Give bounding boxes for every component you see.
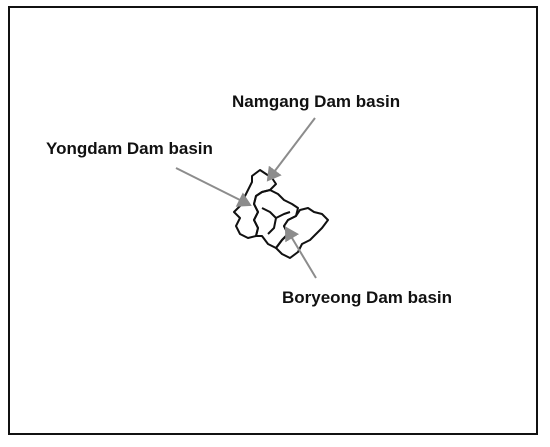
yongdam-arrow (175, 167, 252, 207)
boryeong-dam-basin-label: Boryeong Dam basin (282, 288, 453, 307)
boryeong-arrow (284, 226, 317, 279)
inner-boundary (261, 207, 291, 235)
map-frame (8, 6, 538, 435)
boryeong-basin-outline (275, 207, 329, 259)
namgang-dam-basin-label: Namgang Dam basin (232, 92, 401, 111)
basin-cluster (233, 169, 329, 259)
namgang-arrow (266, 117, 316, 182)
yongdam-dam-basin-label: Yongdam Dam basin (46, 139, 213, 158)
